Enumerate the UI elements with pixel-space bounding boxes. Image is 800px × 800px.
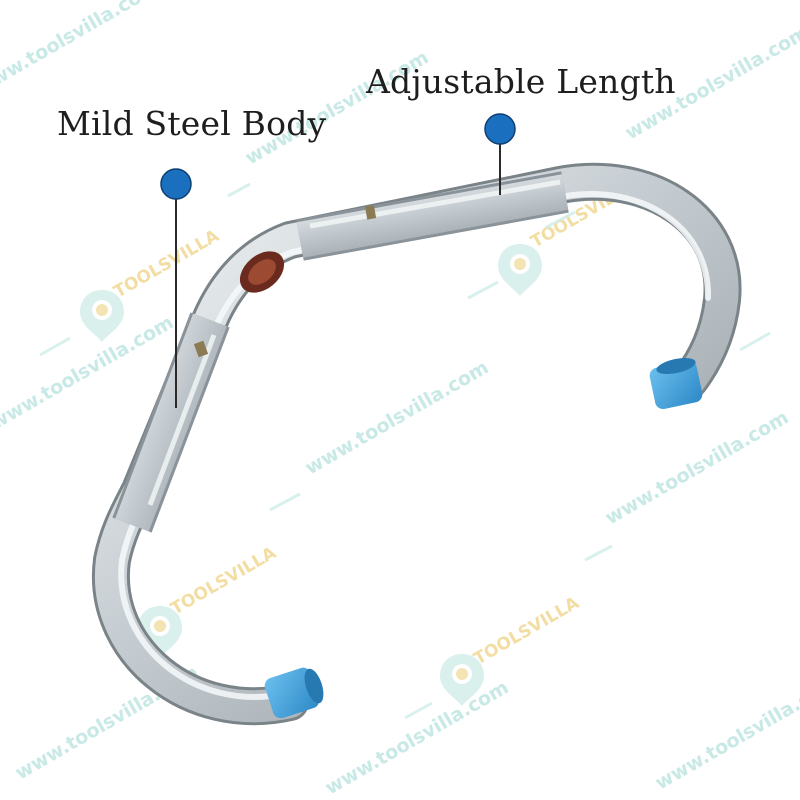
watermark-dashes [39, 182, 771, 720]
end-cap-icon [264, 667, 324, 719]
telescopic-sleeve-upper-face [296, 174, 569, 258]
callout-dot-icon [160, 168, 192, 200]
end-cap-icon [649, 357, 703, 410]
toolsvilla-pin-logo-icon [80, 290, 124, 342]
sleeve-highlight [309, 179, 561, 229]
emblem-icon [239, 251, 285, 293]
callout-label-mild-steel-body: Mild Steel Body [57, 104, 327, 143]
toolsvilla-pin-logo-icon [440, 654, 484, 706]
rivet-icon [365, 205, 377, 220]
toolsvilla-pin-logo-icon [498, 244, 542, 296]
hook-tube [94, 165, 739, 723]
sleeve-highlight [147, 334, 217, 506]
rivet-icon [193, 340, 209, 358]
callout-label-adjustable-length: Adjustable Length [366, 62, 676, 101]
telescopic-sleeve-lower-face [115, 313, 227, 532]
callout-dot-icon [484, 113, 516, 145]
